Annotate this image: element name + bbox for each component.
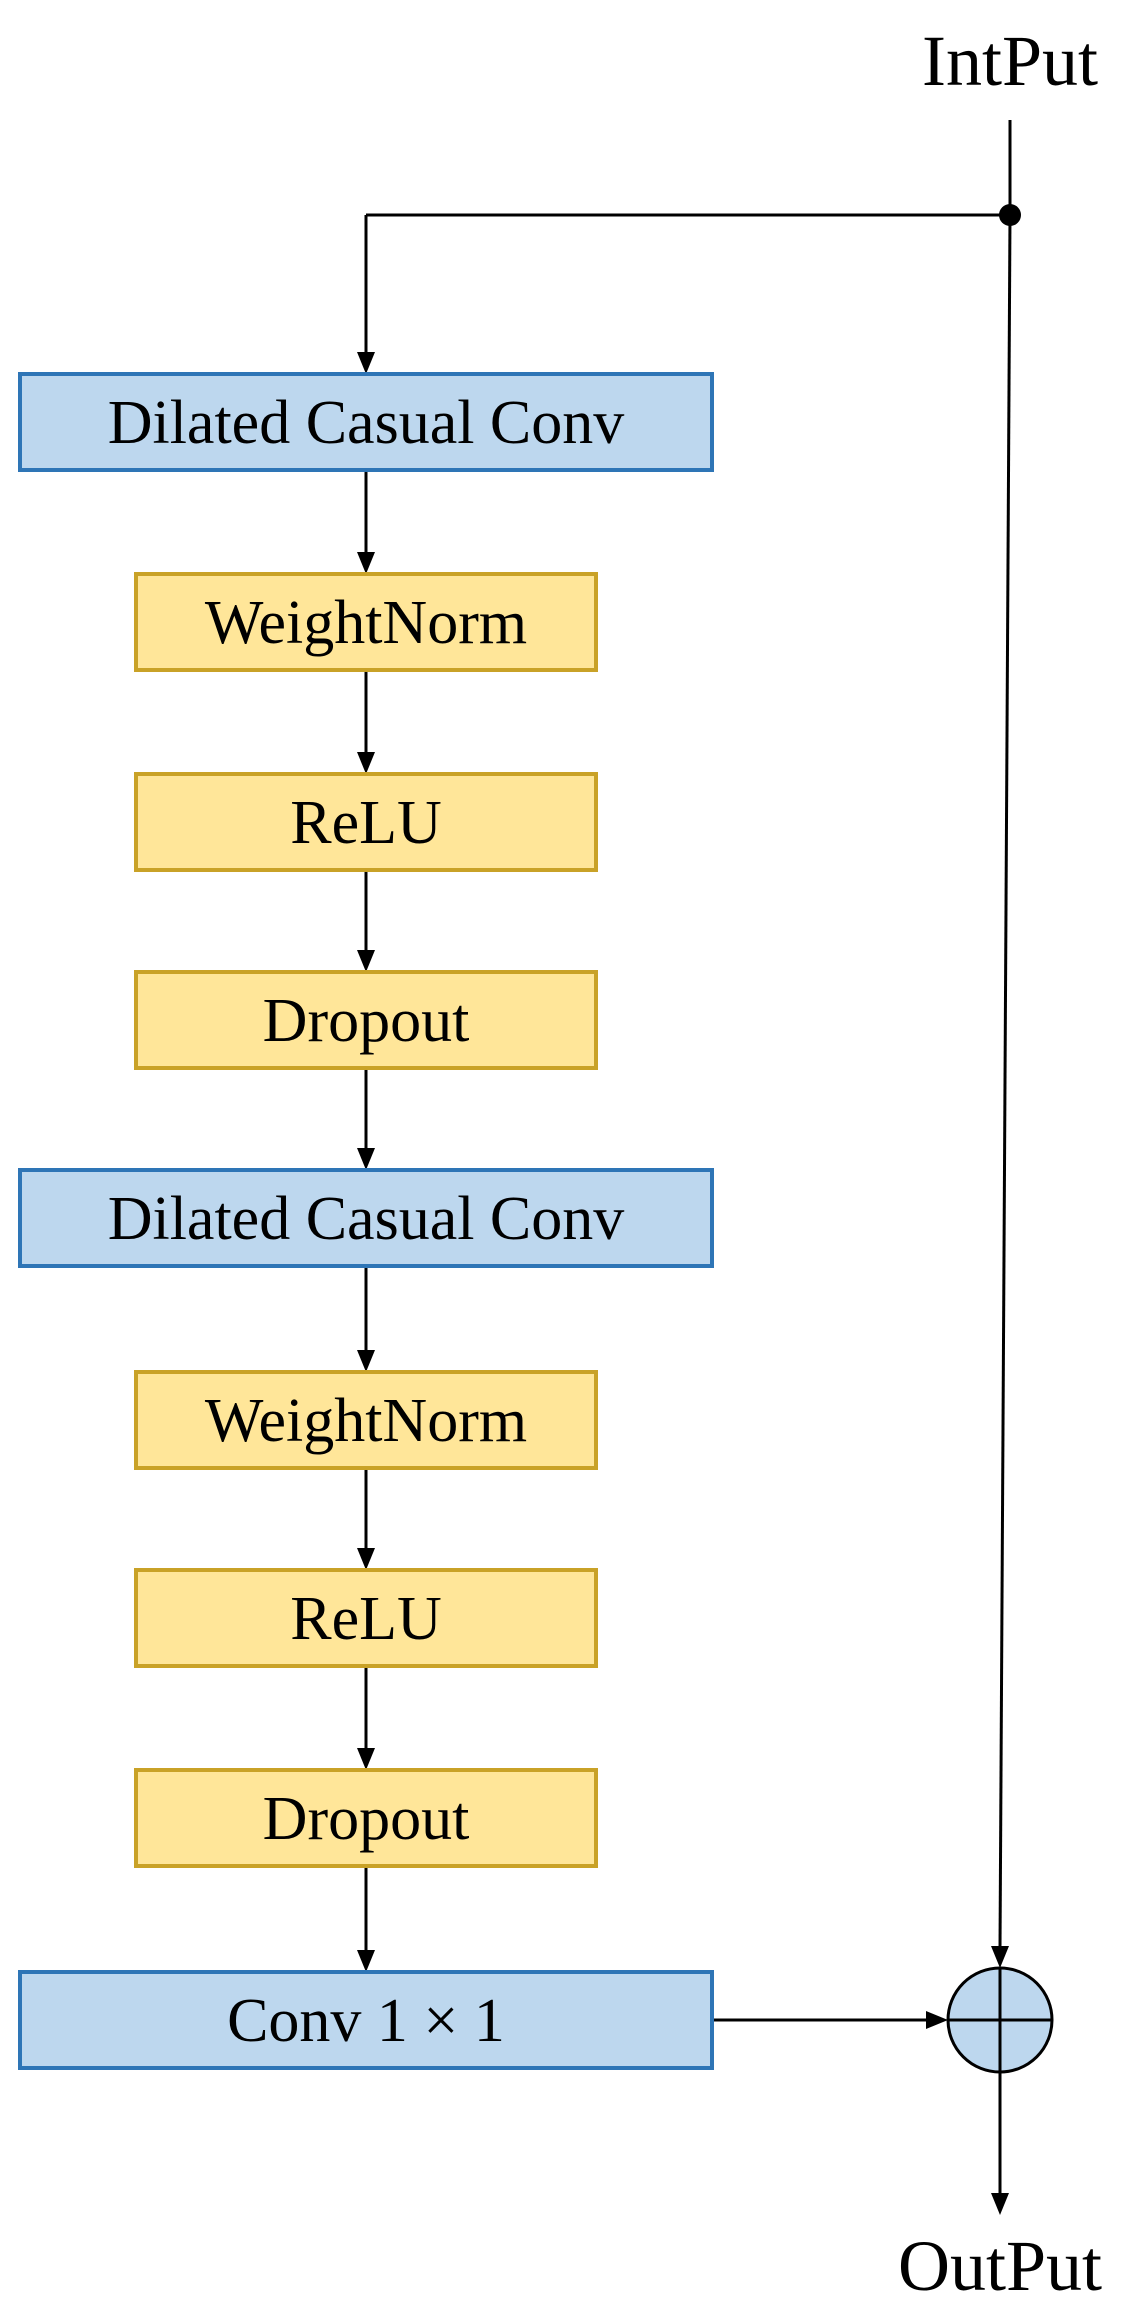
block-label: Conv 1 × 1 bbox=[227, 1987, 505, 2055]
block-label: Dilated Casual Conv bbox=[108, 389, 625, 457]
block-box bbox=[18, 1970, 714, 2070]
block-box bbox=[134, 1370, 598, 1470]
block-box bbox=[134, 772, 598, 872]
block-label: WeightNorm bbox=[205, 589, 527, 657]
block-box bbox=[18, 1168, 714, 1268]
block-box bbox=[134, 970, 598, 1070]
block-label: ReLU bbox=[290, 789, 442, 857]
sum-node bbox=[946, 1966, 1054, 2074]
block-conv: Dilated Casual Conv bbox=[18, 1168, 714, 1268]
block-label: WeightNorm bbox=[205, 1387, 527, 1455]
block-label: Dropout bbox=[263, 987, 470, 1055]
block-box bbox=[134, 572, 598, 672]
block-op: WeightNorm bbox=[134, 572, 598, 672]
arrowhead bbox=[926, 2011, 948, 2029]
block-op: Dropout bbox=[134, 1768, 598, 1868]
block-op: WeightNorm bbox=[134, 1370, 598, 1470]
connectors bbox=[357, 120, 1021, 2215]
arrowhead bbox=[357, 1950, 375, 1972]
block-op: ReLU bbox=[134, 1568, 598, 1668]
block-conv: Dilated Casual Conv bbox=[18, 372, 714, 472]
arrowhead bbox=[357, 1350, 375, 1372]
block-box bbox=[134, 1768, 598, 1868]
block-op: Dropout bbox=[134, 970, 598, 1070]
input-label: IntPut bbox=[922, 21, 1098, 101]
block-label: Dilated Casual Conv bbox=[108, 1185, 625, 1253]
arrowhead bbox=[357, 352, 375, 374]
arrowhead bbox=[357, 1548, 375, 1570]
arrowhead bbox=[357, 1748, 375, 1770]
residual-line bbox=[998, 214, 1012, 1949]
arrowhead bbox=[357, 752, 375, 774]
block-box bbox=[18, 372, 714, 472]
output-label: OutPut bbox=[898, 2226, 1102, 2303]
block-box bbox=[134, 1568, 598, 1668]
block-op: ReLU bbox=[134, 772, 598, 872]
arrowhead bbox=[357, 950, 375, 972]
arrowhead bbox=[357, 1148, 375, 1170]
arrowhead bbox=[991, 2193, 1009, 2215]
block-conv: Conv 1 × 1 bbox=[18, 1970, 714, 2070]
arrowhead bbox=[357, 552, 375, 574]
block-label: Dropout bbox=[263, 1785, 470, 1853]
arrowhead bbox=[991, 1946, 1009, 1968]
block-stack: Dilated Casual ConvWeightNormReLUDropout… bbox=[18, 372, 714, 2070]
block-label: ReLU bbox=[290, 1585, 442, 1653]
